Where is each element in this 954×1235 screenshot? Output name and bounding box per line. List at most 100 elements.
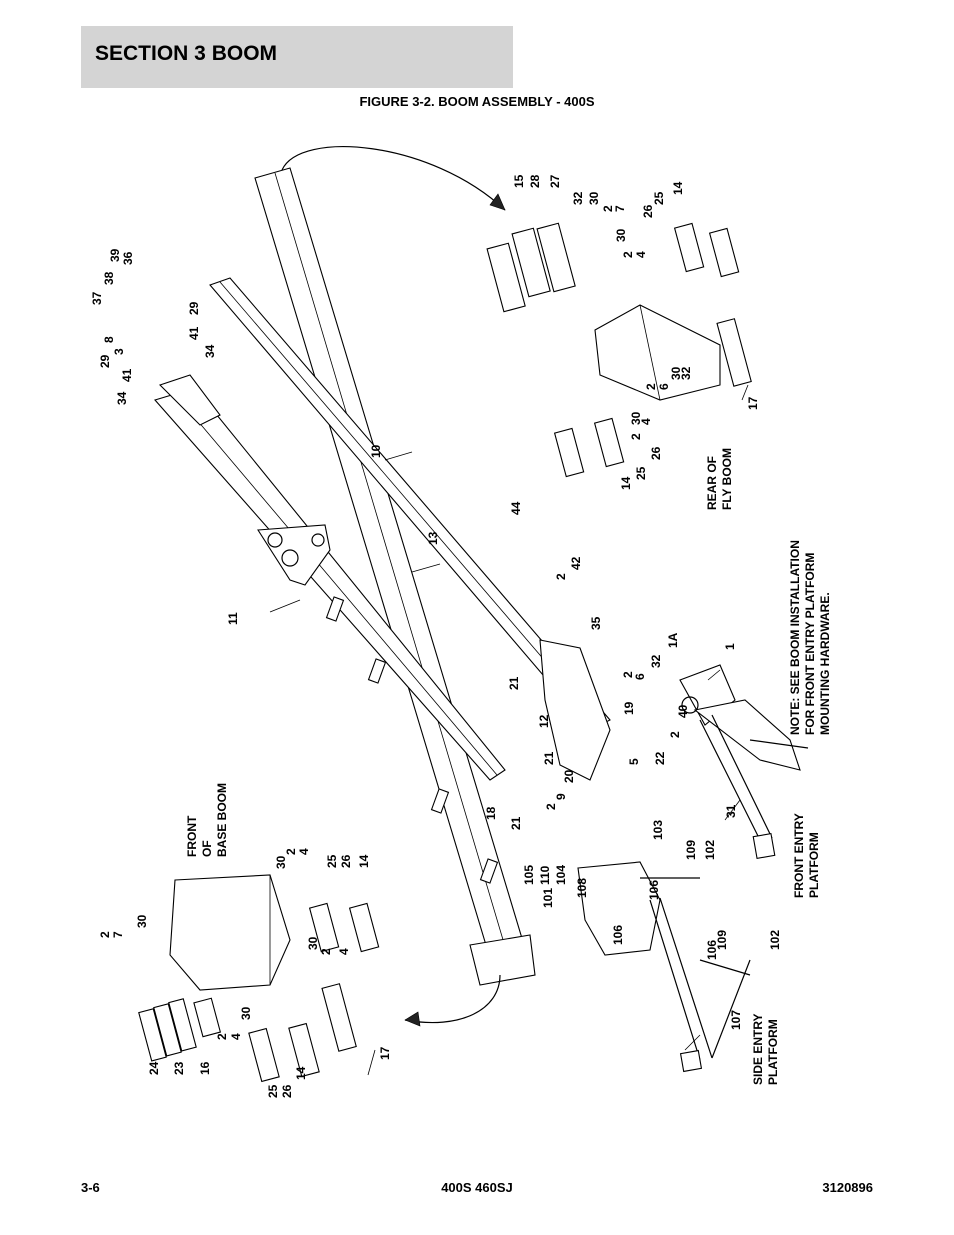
callout-number: 9 (554, 793, 568, 800)
callout-number: 25 (652, 191, 666, 205)
callout-number: 41 (187, 326, 201, 340)
callout-number: 3 (112, 348, 126, 355)
label-installation-note: NOTE: SEE BOOM INSTALLATION FOR FRONT EN… (788, 537, 832, 735)
callout-number: 35 (589, 616, 603, 630)
callout-number: 7 (613, 205, 627, 212)
callout-number: 4 (337, 948, 351, 955)
callout-number: 32 (571, 191, 585, 205)
side-entry-platform-frame (577, 861, 751, 1073)
boom-wear-strips (325, 596, 499, 884)
callout-number: 1 (723, 643, 737, 650)
front-entry-platform-frame (679, 664, 809, 860)
lower-boom-section (154, 387, 506, 781)
callout-number: 30 (306, 936, 320, 950)
section-title: SECTION 3 BOOM (95, 42, 278, 65)
callout-number: 6 (657, 383, 671, 390)
callout-number: 2 (554, 573, 568, 580)
label-side-entry-platform: SIDE ENTRY PLATFORM (751, 1010, 780, 1085)
fly-boom-tube (209, 277, 611, 731)
callout-number: 7 (111, 931, 125, 938)
callout-number: 25 (634, 466, 648, 480)
callout-number: 104 (554, 865, 568, 885)
callout-number: 109 (715, 930, 729, 950)
callout-number: 26 (649, 446, 663, 460)
callout-number: 2 (544, 803, 558, 810)
callout-number: 14 (619, 476, 633, 490)
callout-number: 18 (484, 806, 498, 820)
rear-fly-boom-assembly (486, 222, 752, 478)
callout-number: 105 (522, 865, 536, 885)
callout-number: 1A (666, 632, 680, 648)
callout-number: 30 (239, 1006, 253, 1020)
section-header: SECTION 3 BOOM (81, 26, 513, 88)
callout-number: 20 (562, 769, 576, 783)
callout-number: 28 (528, 174, 542, 188)
callout-number: 40 (676, 704, 690, 718)
callout-number: 2 (644, 383, 658, 390)
callout-number: 4 (634, 251, 648, 258)
callout-number: 103 (651, 820, 665, 840)
callout-number: 13 (426, 531, 440, 545)
callout-number: 37 (90, 291, 104, 305)
callout-number: 102 (768, 930, 782, 950)
callout-number: 4 (229, 1033, 243, 1040)
callout-number: 108 (575, 878, 589, 898)
callout-number: 101 (541, 888, 555, 908)
callout-number: 29 (187, 301, 201, 315)
callout-number: 21 (507, 676, 521, 690)
callout-number: 2 (319, 948, 333, 955)
callout-number: 23 (172, 1061, 186, 1075)
callout-number: 26 (280, 1084, 294, 1098)
label-front-base-boom: FRONT OF BASE BOOM (185, 783, 229, 857)
callout-number: 26 (339, 854, 353, 868)
callout-number: 2 (284, 848, 298, 855)
callout-number: 44 (509, 501, 523, 515)
callout-number: 12 (537, 714, 551, 728)
callout-number: 5 (627, 758, 641, 765)
callout-number: 14 (294, 1066, 308, 1080)
callout-number: 10 (369, 444, 383, 458)
label-rear-fly-boom: REAR OF FLY BOOM (705, 448, 734, 510)
callout-number: 24 (147, 1061, 161, 1075)
page-number: 3-6 (81, 1180, 100, 1195)
arrow-upper (281, 146, 506, 211)
callout-number: 19 (622, 701, 636, 715)
rear-pivot-bracket (158, 374, 221, 426)
callout-number: 36 (121, 251, 135, 265)
callout-number: 2 (601, 205, 615, 212)
label-front-entry-platform: FRONT ENTRY PLATFORM (792, 810, 821, 898)
callout-number: 26 (641, 204, 655, 218)
callout-number: 38 (102, 271, 116, 285)
callout-number: 25 (325, 854, 339, 868)
callout-number: 106 (705, 940, 719, 960)
base-boom-tube (254, 167, 536, 986)
callout-number: 2 (629, 433, 643, 440)
callout-number: 2 (98, 931, 112, 938)
callout-number: 110 (538, 865, 552, 885)
front-base-boom-assembly (138, 874, 380, 1083)
callout-number: 41 (120, 368, 134, 382)
callout-number: 31 (724, 804, 738, 818)
callout-number: 30 (614, 228, 628, 242)
callout-number: 32 (679, 366, 693, 380)
boom-head-bracket (539, 639, 611, 781)
callout-number: 102 (703, 840, 717, 860)
callout-number: 14 (671, 181, 685, 195)
callout-number: 106 (611, 925, 625, 945)
figure-caption: BOOM ASSEMBLY - 400S (438, 94, 595, 109)
callout-number: 2 (621, 251, 635, 258)
callout-number: 21 (509, 816, 523, 830)
callout-number: 14 (357, 854, 371, 868)
boom-labels: FRONT OF BASE BOOM REAR OF FLY BOOM NOTE… (185, 448, 832, 1085)
arrow-lower (404, 974, 501, 1024)
callout-number: 106 (647, 880, 661, 900)
callout-number: 17 (378, 1046, 392, 1060)
callout-number: 2 (621, 671, 635, 678)
callout-number: 107 (729, 1010, 743, 1030)
callout-number: 39 (108, 248, 122, 262)
callout-number: 4 (639, 418, 653, 425)
callout-number: 30 (135, 914, 149, 928)
callout-number: 16 (198, 1061, 212, 1075)
